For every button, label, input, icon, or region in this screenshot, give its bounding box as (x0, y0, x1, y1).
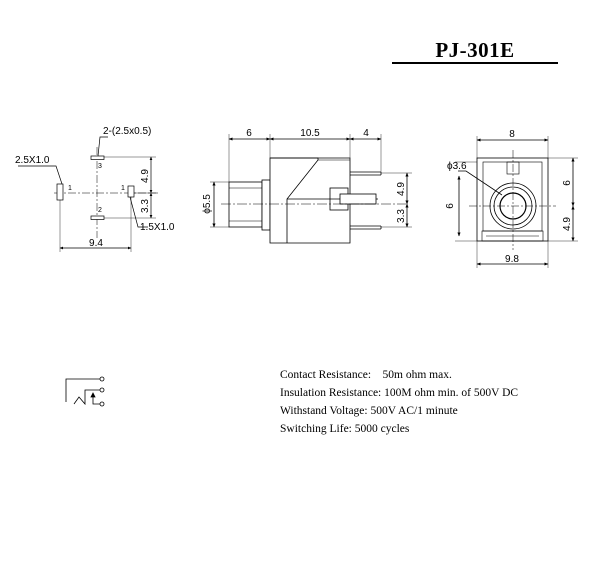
footprint-dim-upper: 4.9 (140, 169, 151, 183)
footprint-dim-width: 9.4 (89, 238, 103, 249)
pin-number-1-left: 1 (68, 185, 72, 192)
jack-body (269, 157, 351, 244)
side-dim-body: 10.5 (300, 128, 320, 139)
spec-contact-resistance: Contact Resistance: 50m ohm max. (280, 369, 452, 381)
side-view (210, 134, 412, 244)
front-dim-bottom: 9.8 (505, 254, 519, 265)
part-title: PJ-301E (435, 38, 515, 62)
footprint-view (18, 136, 158, 252)
pad-2 (90, 215, 105, 220)
front-dim-left: 6 (445, 203, 456, 209)
side-dim-sleeve: 6 (246, 128, 252, 139)
front-view (455, 136, 578, 268)
front-dim-upper: 6 (562, 180, 573, 186)
spec-withstand-voltage: Withstand Voltage: 500V AC/1 minute (280, 405, 458, 417)
spec-insulation-resistance: Insulation Resistance: 100M ohm min. of … (280, 387, 519, 399)
pad-size-label-right: 1.5X1.0 (140, 222, 175, 233)
pin-number-2: 2 (98, 207, 102, 214)
pad-left (56, 183, 64, 201)
side-dim-upper: 4.9 (396, 182, 407, 196)
pad-right (127, 185, 135, 198)
front-dim-lower: 4.9 (562, 217, 573, 231)
title-underline (392, 62, 558, 64)
side-dim-diameter: ϕ5.5 (202, 194, 213, 214)
front-dim-diameter: ϕ3.6 (447, 161, 467, 172)
side-dim-pins: 4 (363, 128, 369, 139)
pad-3 (90, 155, 105, 160)
jack-sleeve (228, 181, 263, 228)
schematic-symbol (65, 376, 105, 407)
spec-switching-life: Switching Life: 5000 cycles (280, 423, 410, 435)
side-dim-lower: 3.3 (396, 209, 407, 223)
pin-number-1-right: 1 (121, 185, 125, 192)
pad-size-label-multi: 2-(2.5x0.5) (103, 126, 151, 137)
pin-number-3: 3 (98, 163, 102, 170)
front-housing (476, 157, 549, 242)
footprint-dim-lower: 3.3 (140, 199, 151, 213)
front-dim-width: 8 (509, 129, 515, 140)
pad-size-label-left: 2.5X1.0 (15, 155, 50, 166)
